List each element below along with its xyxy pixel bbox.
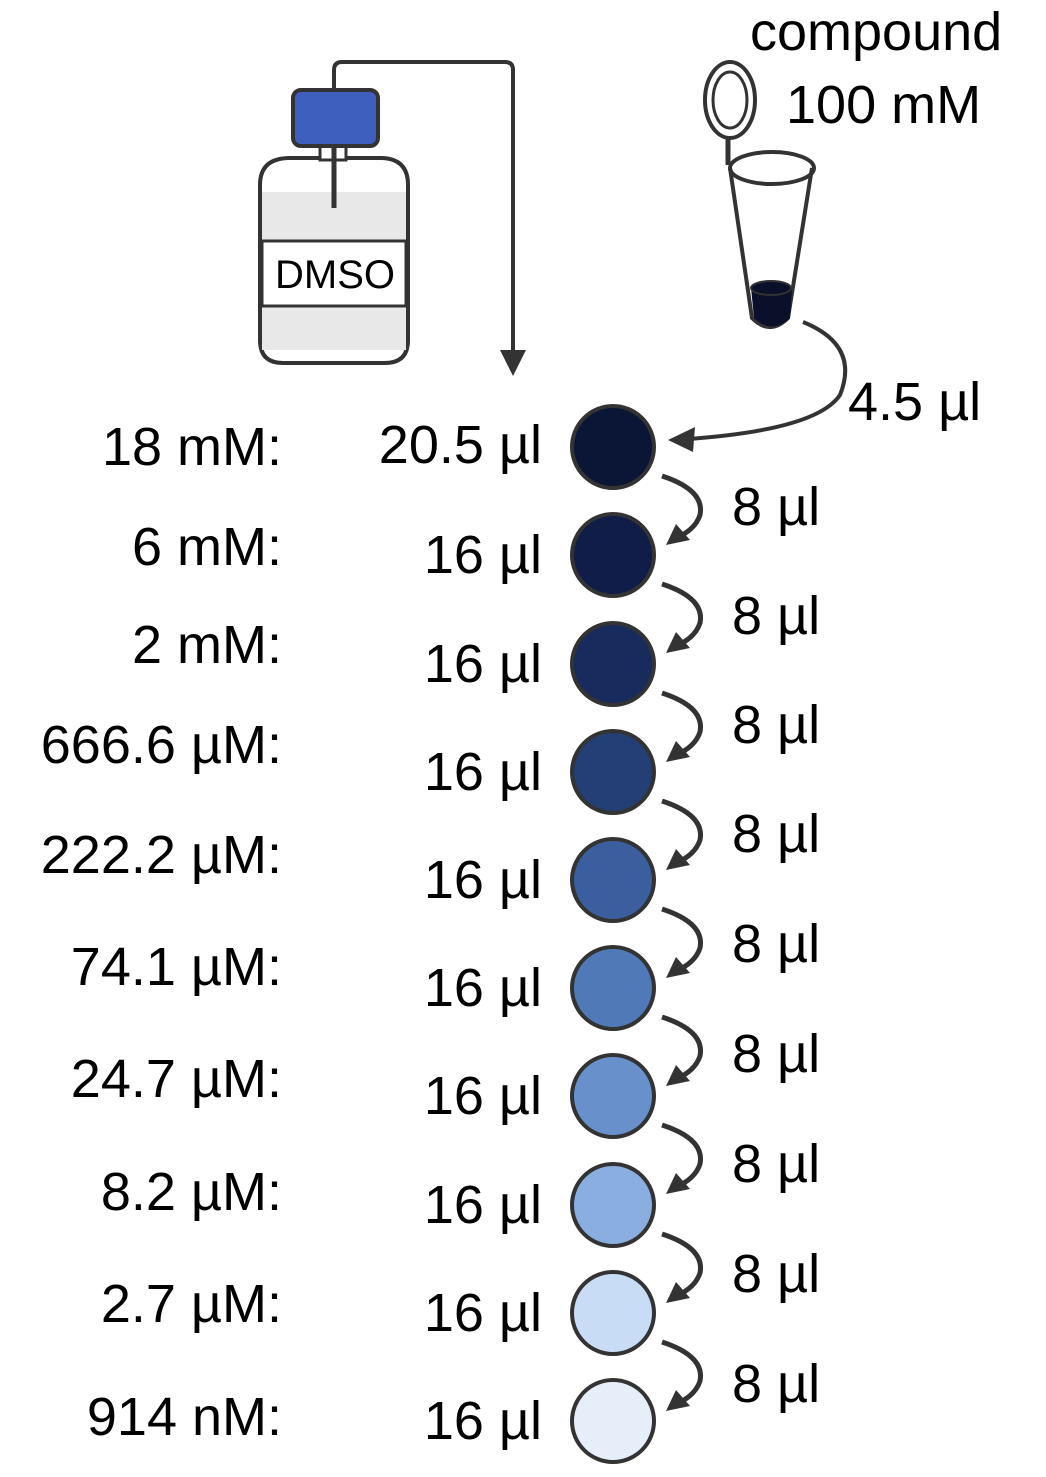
dmso-bottle-icon <box>258 60 526 376</box>
well-circle <box>570 1270 656 1356</box>
transfer-volume-label: 8 µl <box>732 1134 821 1194</box>
dmso-volume-label: 16 µl <box>423 850 542 910</box>
transfer-volume-label: 8 µl <box>732 1244 821 1304</box>
dmso-volume-label: 16 µl <box>423 1283 542 1343</box>
dmso-volume-label: 16 µl <box>423 958 542 1018</box>
transfer-volume-label: 8 µl <box>732 914 821 974</box>
well-circle <box>570 621 656 707</box>
transfer-volume-label: 8 µl <box>732 586 821 646</box>
dmso-volume-label: 16 µl <box>423 1066 542 1126</box>
dmso-volume-label: 16 µl <box>423 742 542 802</box>
transfer-volume-label: 8 µl <box>732 1024 821 1084</box>
concentration-label: 2 mM: <box>131 615 282 675</box>
transfer-volume-label: 8 µl <box>732 804 821 864</box>
arrow-down-icon <box>500 350 526 376</box>
well-circle <box>570 1378 656 1464</box>
concentration-label: 914 nM: <box>86 1387 282 1447</box>
compound-concentration: 100 mM <box>786 75 982 135</box>
well-circle <box>570 512 656 598</box>
concentration-label: 2.7 µM: <box>100 1274 282 1334</box>
dmso-label: DMSO <box>275 253 395 297</box>
concentration-label: 6 mM: <box>131 517 282 577</box>
dmso-volume-label: 16 µl <box>423 634 542 694</box>
well-series <box>570 404 656 1464</box>
transfer-arrowheads <box>666 524 690 1411</box>
dmso-volume-label: 16 µl <box>423 1391 542 1451</box>
well-circle <box>570 1162 656 1248</box>
transfer-volume-label: 8 µl <box>732 695 821 755</box>
well-circle <box>570 404 656 490</box>
compound-label: compound <box>750 2 1003 62</box>
transfer-volume-label: 8 µl <box>732 1354 821 1414</box>
concentration-label: 18 mM: <box>101 417 282 477</box>
concentration-label: 24.7 µM: <box>70 1049 282 1109</box>
concentration-label: 8.2 µM: <box>100 1162 282 1222</box>
concentration-label: 74.1 µM: <box>70 937 282 997</box>
well-circle <box>570 729 656 815</box>
transfer-volume-label: 8 µl <box>732 477 821 537</box>
concentration-label: 666.6 µM: <box>40 715 282 775</box>
arrow-left-icon <box>668 427 695 452</box>
compound-transfer-volume: 4.5 µl <box>848 372 982 432</box>
bottle-cap-icon <box>291 88 380 148</box>
dmso-volume-label: 20.5 µl <box>378 415 542 475</box>
dmso-volume-label: 16 µl <box>423 1175 542 1235</box>
concentration-label: 222.2 µM: <box>40 825 282 885</box>
compound-tube-icon <box>668 60 848 452</box>
transfer-arrows <box>661 473 704 1407</box>
dmso-volume-label: 16 µl <box>423 525 542 585</box>
well-circle <box>570 1053 656 1139</box>
well-circle <box>570 837 656 923</box>
well-circle <box>570 945 656 1031</box>
